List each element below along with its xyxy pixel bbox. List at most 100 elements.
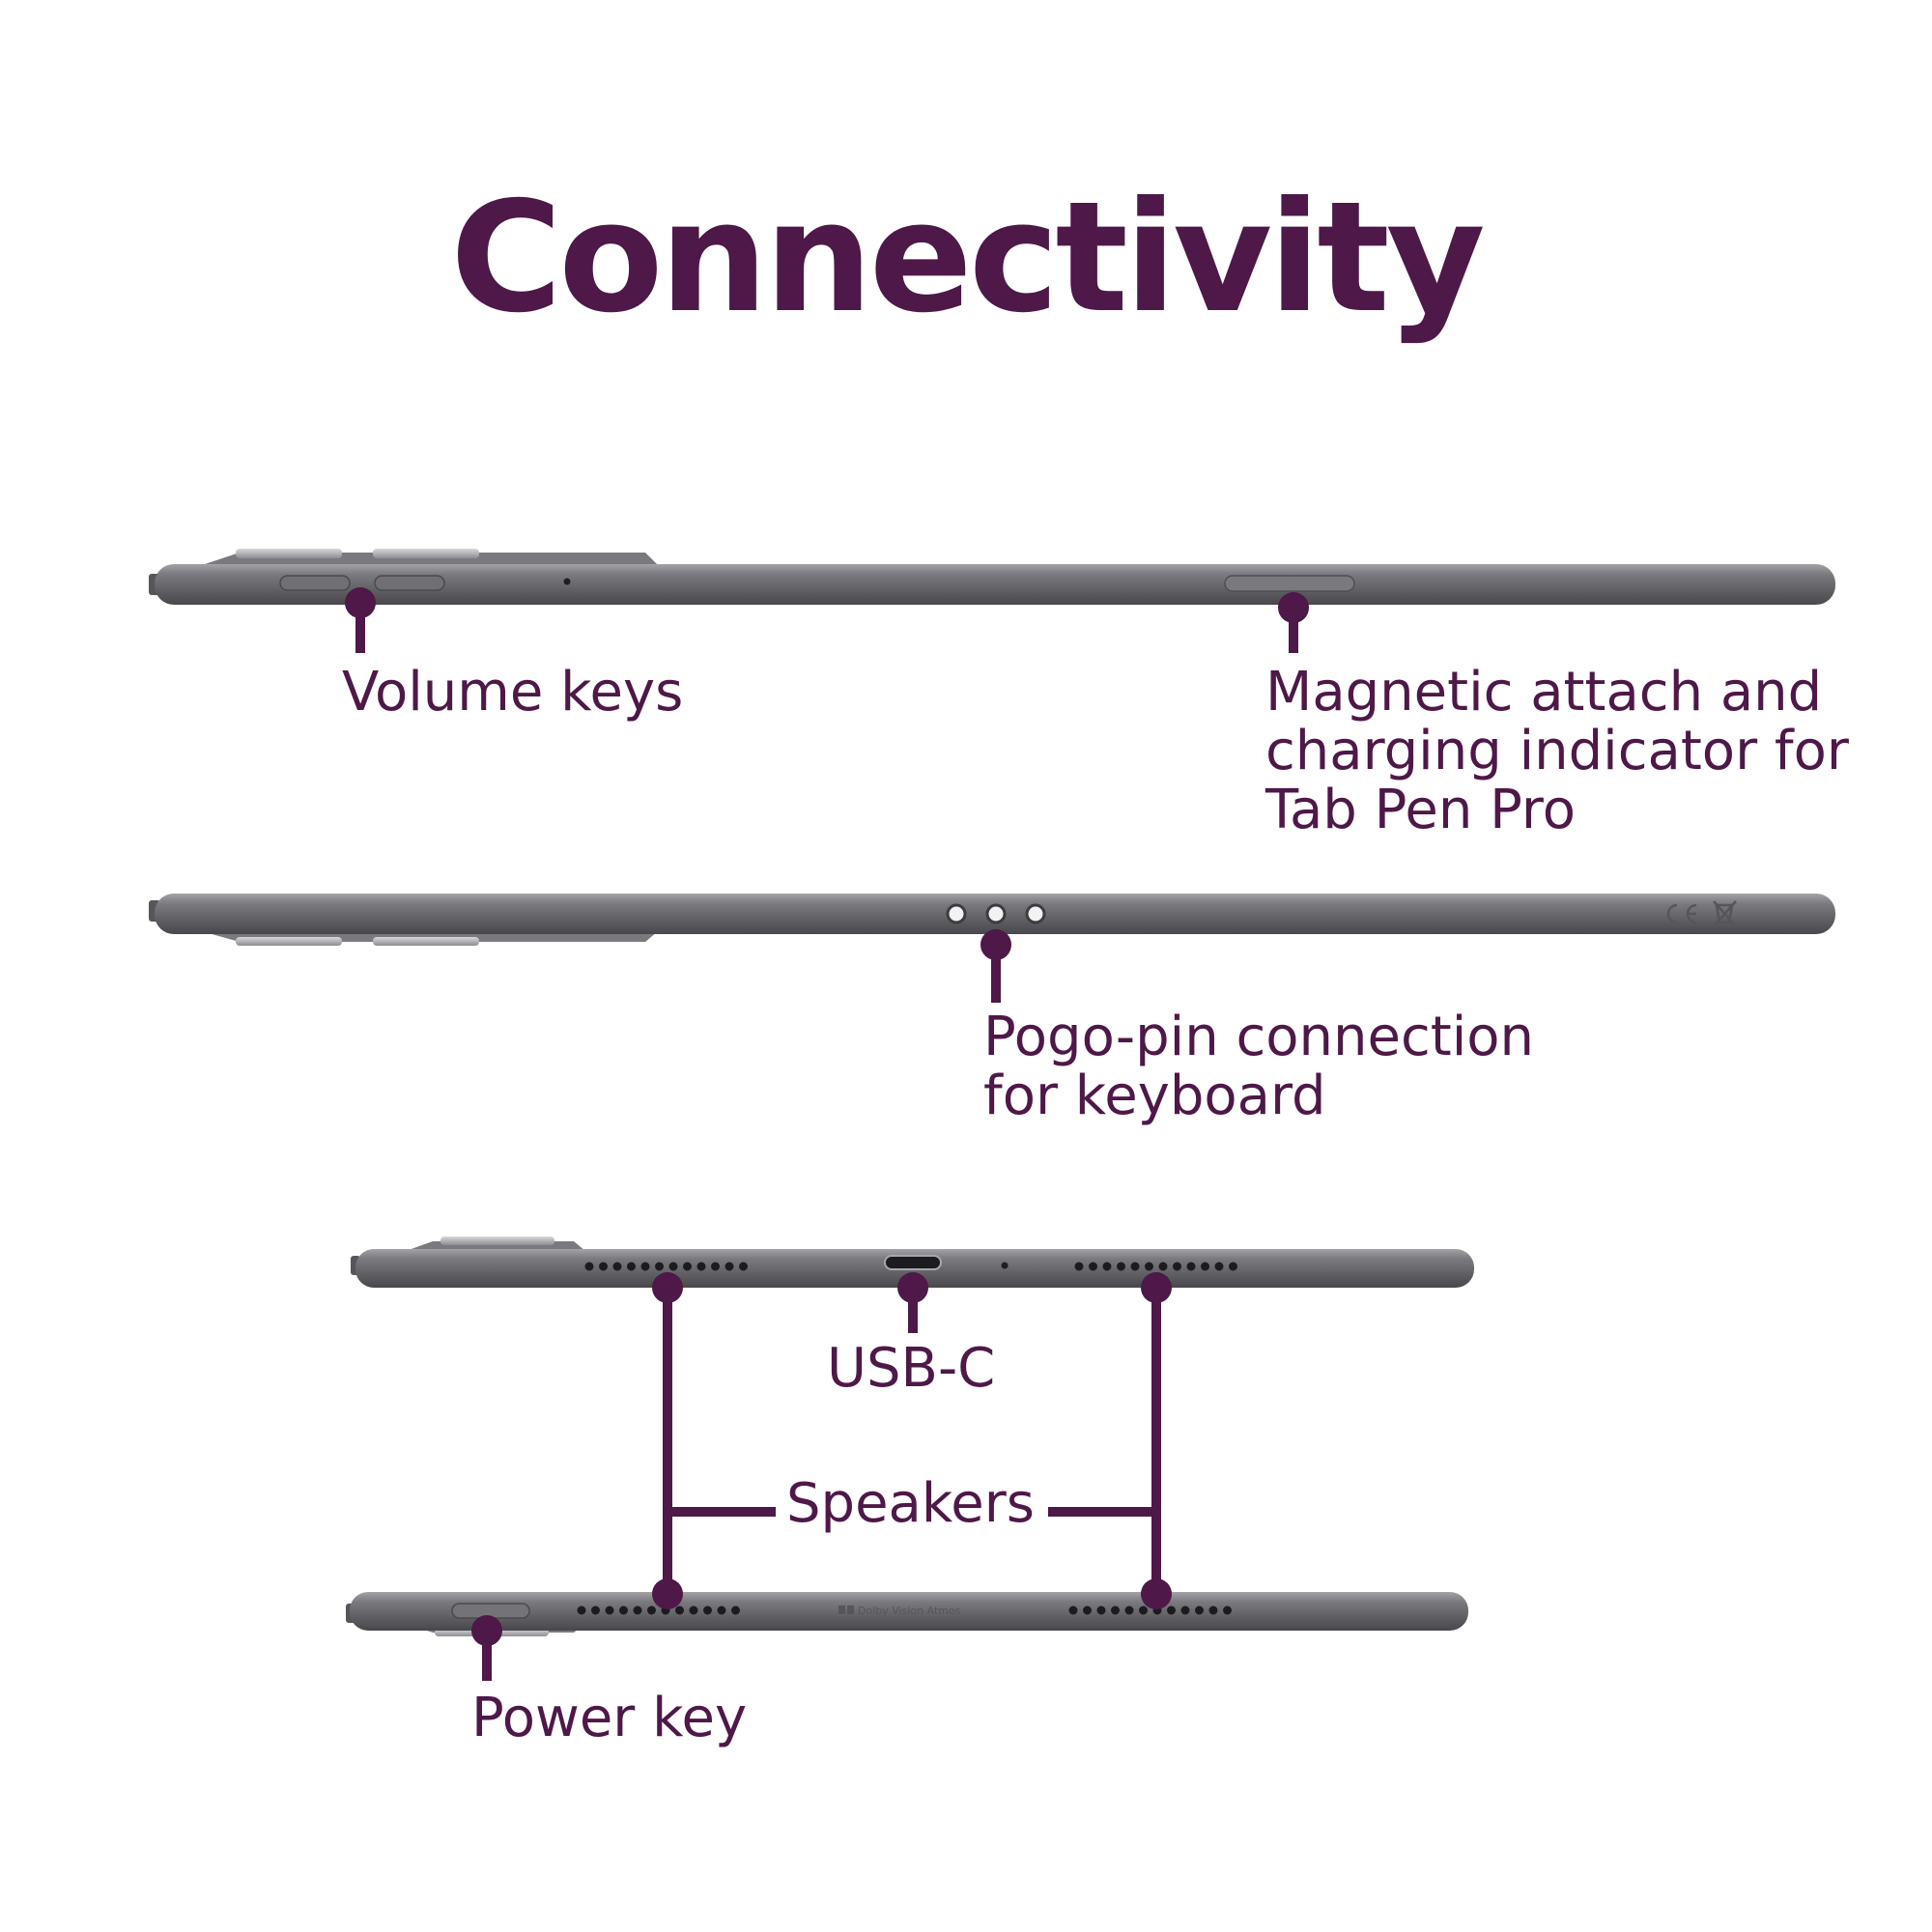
speaker-hole [1158,1262,1168,1271]
speaker-grille-left [584,1262,748,1271]
speaker-hole [1102,1262,1112,1271]
volume-up-key [374,575,445,591]
speaker-hole [683,1262,692,1271]
speaker-hole [1223,1605,1232,1615]
camera-ring [440,1236,554,1245]
callout-stem [1151,1288,1161,1594]
callout-stem [355,603,365,653]
tablet-body [155,564,1835,605]
speaker-hole [731,1605,740,1615]
speaker-hole [647,1605,656,1615]
callout-stem [1289,608,1298,653]
speaker-grille-right [1068,1605,1232,1615]
speaker-hole [1186,1262,1196,1271]
speaker-hole [633,1605,642,1615]
tablet-power-edge: Dolby Vision Atmos [346,1592,1468,1636]
label-line: Pogo-pin connection [983,1006,1535,1068]
label-speakers: Speakers [786,1472,1035,1535]
usb-c-port [884,1255,942,1270]
weee-bin-icon [1713,900,1737,927]
page-title: Connectivity [450,169,1486,347]
speaker-hole [711,1262,720,1271]
speaker-hole [599,1262,608,1271]
callout-usb-c [897,1272,928,1333]
ce-mark-icon [1666,903,1697,924]
speaker-hole [1096,1605,1106,1615]
speaker-hole [696,1262,706,1271]
speaker-hole [1139,1605,1148,1615]
pogo-pin [985,903,1007,924]
dolby-icon [847,1605,854,1614]
speaker-grille-left [577,1605,740,1615]
speaker-hole [668,1262,678,1271]
pogo-pin [1025,903,1046,924]
label-line: for keyboard [983,1065,1326,1127]
speaker-hole [605,1605,614,1615]
pogo-pin [946,903,967,924]
label-line: Magnetic attach and [1265,661,1823,724]
speaker-hole [1124,1605,1134,1615]
speaker-hole [1089,1262,1097,1271]
callout-branch [668,1507,776,1517]
callout-stem [482,1631,492,1681]
speaker-hole [1201,1262,1209,1271]
speaker-hole [1145,1262,1153,1271]
speaker-hole [1167,1605,1176,1615]
microphone-hole [1001,1262,1009,1269]
camera-ring [236,937,342,946]
speaker-hole [1111,1605,1120,1615]
label-volume-keys: Volume keys [342,661,684,724]
label-magnetic-attach: Magnetic attach and charging indicator f… [1265,663,1849,839]
callout-volume-keys [345,587,376,653]
label-line: Tab Pen Pro [1265,779,1576,841]
speaker-hole [1074,1262,1084,1271]
speaker-hole [1229,1262,1237,1271]
speaker-hole [584,1262,594,1271]
speaker-hole [577,1605,586,1615]
speaker-hole [689,1605,698,1615]
callout-speakers [652,1272,1172,1609]
speaker-hole [717,1605,726,1615]
tablet-bottom-edge [351,1236,1474,1288]
speaker-hole [1180,1605,1190,1615]
speaker-hole [1208,1605,1218,1615]
camera-ring [236,549,342,558]
tablet-keyboard-edge [149,894,1835,946]
callout-stem [991,945,1001,1003]
volume-down-key [279,575,351,591]
microphone-hole [563,578,571,585]
speaker-hole [724,1262,734,1271]
speaker-hole [1173,1262,1181,1271]
callout-power-key [471,1615,502,1681]
callout-branch [1048,1507,1156,1517]
camera-ring [373,549,479,558]
callout-pogo-pins [980,929,1011,1003]
label-power-key: Power key [471,1687,748,1749]
speaker-hole [627,1262,636,1271]
label-usb-c: USB-C [827,1337,996,1400]
dolby-logo: Dolby Vision Atmos [838,1605,961,1617]
dolby-text: Dolby Vision Atmos [858,1605,961,1617]
speaker-hole [619,1605,628,1615]
label-line: charging indicator for [1265,720,1849,782]
callout-stem [908,1288,918,1333]
speaker-hole [1117,1262,1125,1271]
speaker-grille-right [1074,1262,1237,1271]
magnetic-pen-strip [1224,575,1355,592]
speaker-hole [1214,1262,1224,1271]
dolby-icon [838,1605,845,1614]
speaker-hole [591,1605,600,1615]
camera-ring [373,937,479,946]
callout-stem [663,1288,672,1594]
speaker-hole [655,1262,664,1271]
tablet-top-edge [149,549,1835,605]
callout-magnetic-attach [1278,592,1309,653]
speaker-hole [640,1262,650,1271]
speaker-hole [703,1605,712,1615]
label-pogo-pin: Pogo-pin connection for keyboard [983,1008,1534,1125]
speaker-hole [612,1262,622,1271]
speaker-hole [675,1605,684,1615]
speaker-hole [1068,1605,1078,1615]
tablet-body [350,1592,1468,1631]
